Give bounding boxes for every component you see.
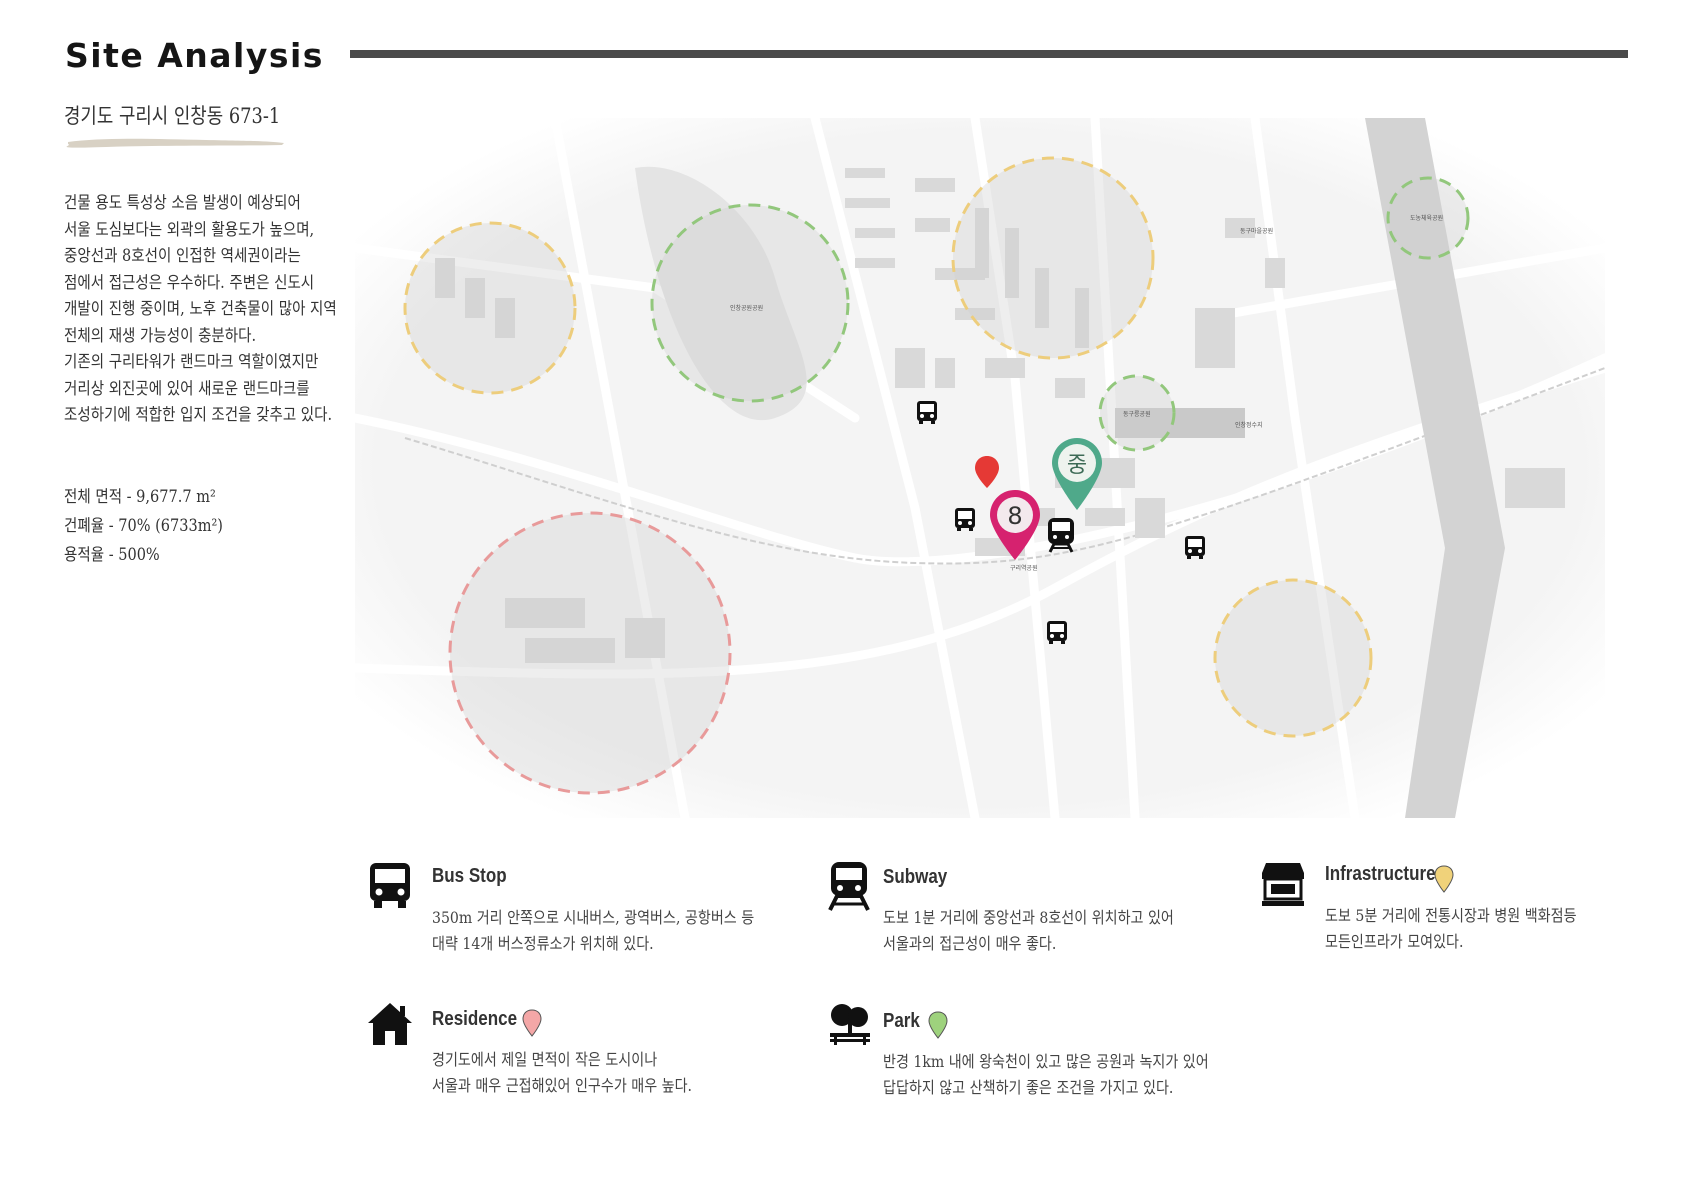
description-line: 서울 도심보다는 외곽의 활용도가 높으며, xyxy=(64,219,315,239)
map-label: 인창정수지 xyxy=(1235,421,1263,429)
legend-line: 모든인프라가 모여있다. xyxy=(1325,932,1464,951)
legend-text: 경기도에서 제일 면적이 작은 도시이나 서울과 매우 근접해있어 인구수가 매… xyxy=(432,1047,692,1099)
legend-line: 서울과의 접근성이 매우 좋다. xyxy=(883,934,1057,953)
stat-far: 용적율 - 500% xyxy=(64,545,160,564)
line8-label: 8 xyxy=(1007,502,1022,530)
legend-line: 답답하지 않고 산책하기 좋은 조건을 가지고 있다. xyxy=(883,1078,1174,1097)
legend-title: Infrastructure xyxy=(1325,863,1436,885)
map-label: 동구마을공원 xyxy=(1240,227,1273,235)
description-line: 거리상 외진곳에 있어 새로운 랜드마크를 xyxy=(64,378,310,398)
map-railway xyxy=(404,367,1605,565)
park-pin-icon xyxy=(928,1011,948,1039)
line8-station-pin: 8 xyxy=(990,490,1040,560)
description-line: 중앙선과 8호선이 인접한 역세권이라는 xyxy=(64,246,301,265)
subway-icon xyxy=(828,862,870,911)
legend-line: 반경 1km 내에 왕숙천이 있고 많은 공원과 녹지가 있어 xyxy=(883,1052,1209,1071)
house-icon xyxy=(368,1003,412,1045)
description-line: 조성하기에 적합한 입지 조건을 갖추고 있다. xyxy=(64,405,333,424)
legend-title: Residence xyxy=(432,1008,518,1030)
legend-line: 서울과 매우 근접해있어 인구수가 매우 높다. xyxy=(432,1076,693,1095)
description-line: 전체의 재생 가능성이 충분하다. xyxy=(64,325,257,345)
residence-pin-icon xyxy=(522,1009,542,1037)
legend-text: 350m 거리 안쪽으로 시내버스, 광역버스, 공항버스 등 대략 14개 버… xyxy=(432,905,754,957)
infrastructure-zone xyxy=(1213,578,1373,738)
site-pin-icon xyxy=(975,456,999,488)
bus-stop-markers xyxy=(917,401,1205,644)
jungang-station-pin: 중 xyxy=(1052,438,1102,510)
infrastructure-zone xyxy=(403,221,577,395)
legend-line: 대략 14개 버스정류소가 위치해 있다. xyxy=(432,934,654,953)
residence-zone xyxy=(448,511,732,795)
legend-line: 도보 5분 거리에 전통시장과 병원 백화점등 xyxy=(1325,906,1577,925)
park-zone xyxy=(650,203,850,403)
page-title: Site Analysis xyxy=(65,36,324,75)
bus-icon xyxy=(917,401,937,424)
park-zone xyxy=(1386,176,1470,260)
store-icon xyxy=(1262,863,1304,906)
legend-title: Bus Stop xyxy=(432,865,507,887)
description-line: 건물 용도 특성상 소음 발생이 예상되어 xyxy=(64,193,301,212)
infrastructure-pin-icon xyxy=(1434,865,1454,893)
park-icon xyxy=(830,1004,870,1045)
legend-title: Subway xyxy=(883,866,948,888)
jungang-label: 중 xyxy=(1067,453,1087,478)
legend-text: 도보 1분 거리에 중앙선과 8호선이 위치하고 있어 서울과의 접근성이 매우… xyxy=(883,905,1174,957)
map-label: 동구릉공원 xyxy=(1123,410,1151,418)
legend-title: Park xyxy=(883,1010,920,1032)
bus-icon xyxy=(955,508,975,531)
legend-line: 350m 거리 안쪽으로 시내버스, 광역버스, 공항버스 등 xyxy=(432,908,755,927)
legend-line: 도보 1분 거리에 중앙선과 8호선이 위치하고 있어 xyxy=(883,908,1174,927)
map-label: 구리역공원 xyxy=(1010,564,1038,572)
stat-area: 전체 면적 - 9,677.7 m² xyxy=(64,487,216,506)
description-line: 개발이 진행 중이며, 노후 건축물이 많아 지역 xyxy=(64,299,337,318)
river xyxy=(1365,118,1505,818)
site-description: 건물 용도 특성상 소음 발생이 예상되어 서울 도심보다는 외곽의 활용도가 … xyxy=(64,190,346,429)
bus-icon xyxy=(1047,621,1067,644)
brush-stroke xyxy=(66,138,284,148)
bus-icon xyxy=(1185,536,1205,559)
stat-coverage: 건폐율 - 70% (6733m²) xyxy=(64,516,223,535)
description-line: 기존의 구리타워가 랜드마크 역할이였지만 xyxy=(64,352,319,371)
park-area xyxy=(635,166,807,421)
infrastructure-zone xyxy=(951,156,1155,360)
site-address: 경기도 구리시 인창동 673-1 xyxy=(64,104,281,128)
legend-line: 경기도에서 제일 면적이 작은 도시이나 xyxy=(432,1050,658,1069)
park-zone xyxy=(1098,374,1176,452)
map-label: 도농체육공원 xyxy=(1410,214,1443,222)
description-line: 점에서 접근성은 우수하다. 주변은 신도시 xyxy=(64,272,315,292)
title-divider xyxy=(350,50,1628,58)
site-stats: 전체 면적 - 9,677.7 m² 건폐율 - 70% (6733m²) 용적… xyxy=(64,482,223,569)
subway-icon xyxy=(1048,518,1074,553)
legend-text: 도보 5분 거리에 전통시장과 병원 백화점등 모든인프라가 모여있다. xyxy=(1325,903,1577,955)
map-label: 인창공원공원 xyxy=(730,304,763,312)
map-buildings xyxy=(435,168,1565,663)
site-map: 인창공원공원 동구릉공원 도농체육공원 구리역공원 인창정수지 동구마을공원 xyxy=(355,118,1605,818)
legend-text: 반경 1km 내에 왕숙천이 있고 많은 공원과 녹지가 있어 답답하지 않고 … xyxy=(883,1049,1209,1101)
bus-icon xyxy=(370,863,410,908)
